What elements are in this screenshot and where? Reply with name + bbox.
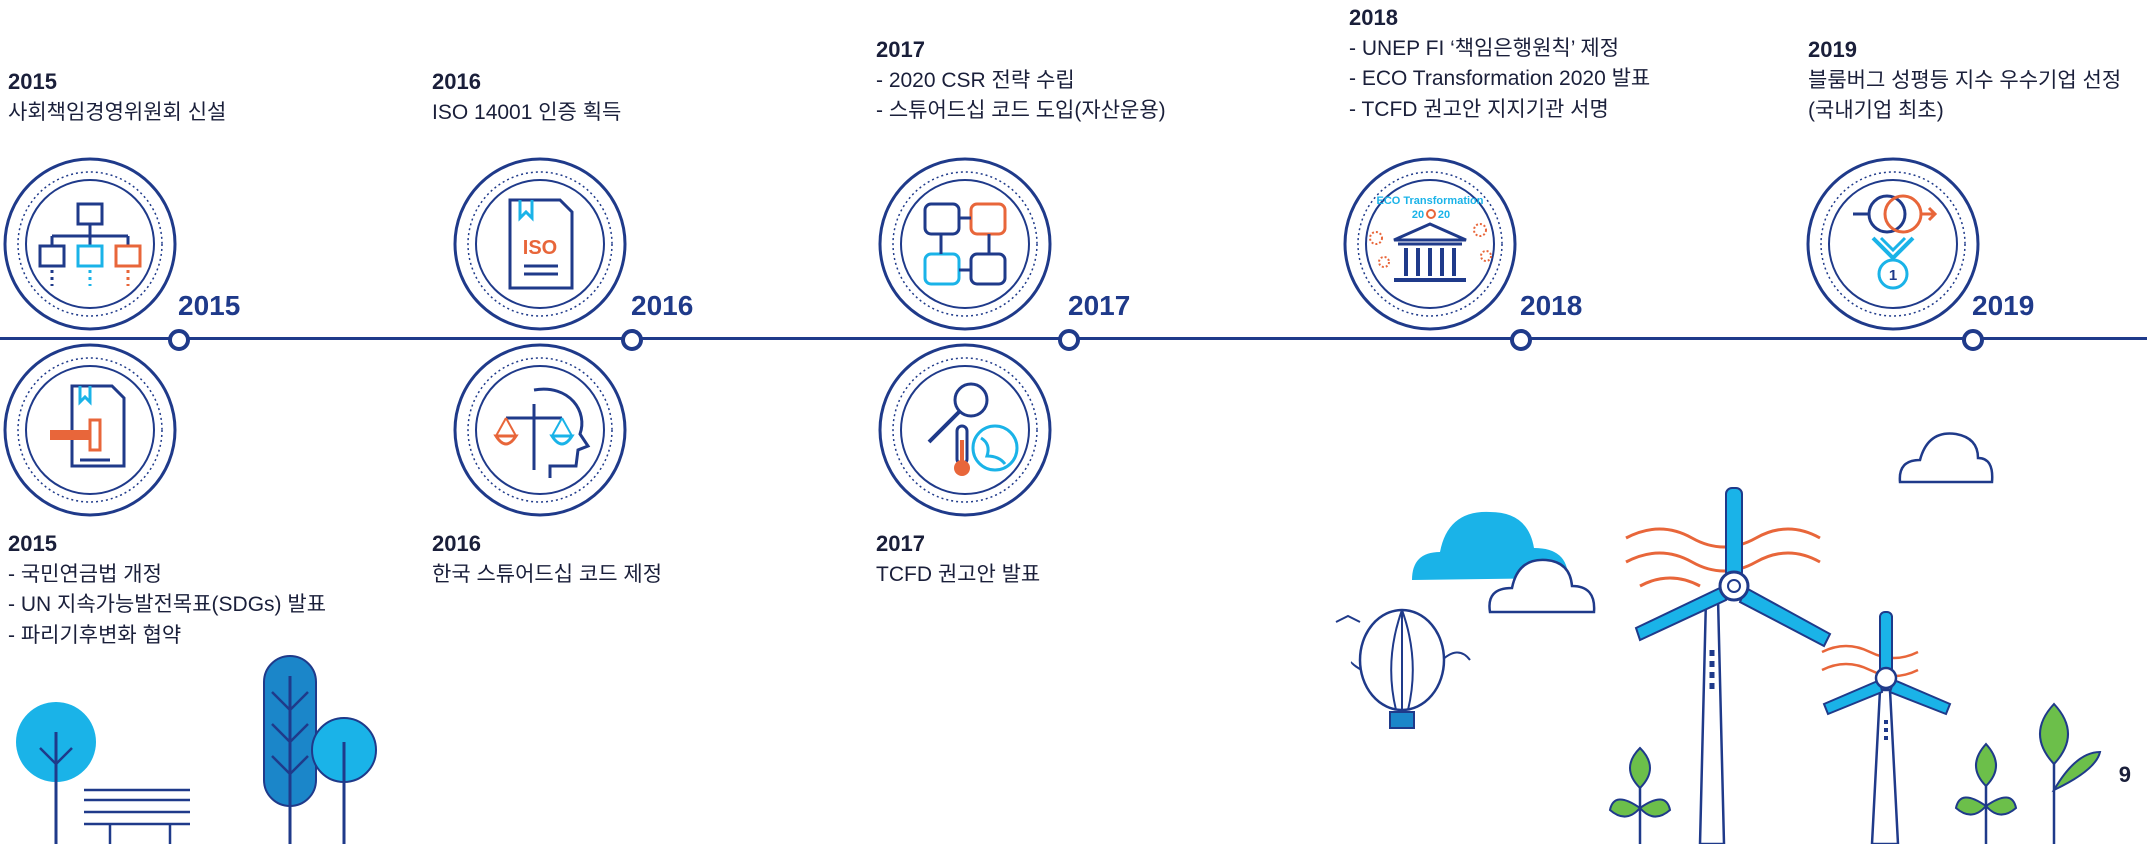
upper-2015: 2015 사회책임경영위원회 신설 xyxy=(8,66,226,128)
upper-2016-line: ISO 14001 인증 획득 xyxy=(432,100,622,124)
lower-2015-line-2: - UN 지속가능발전목표(SDGs) 발표 xyxy=(8,593,327,617)
upper-2018: 2018 - UNEP FI ‘책임은행원칙’ 제정 - ECO Transfo… xyxy=(1349,2,1650,125)
stewardship-head-icon xyxy=(453,343,627,517)
upper-2019: 2019 블룸버그 성평등 지수 우수기업 선정 (국내기업 최초) xyxy=(1808,34,2121,127)
timeline-dot-2015 xyxy=(168,329,190,351)
law-document-icon xyxy=(3,343,177,517)
upper-2018-year: 2018 xyxy=(1349,5,1398,30)
joined-hands-icon xyxy=(878,157,1052,331)
timeline-dot-2016 xyxy=(621,329,643,351)
timeline-year-2016: 2016 xyxy=(631,290,694,321)
climate-research-icon xyxy=(878,343,1052,517)
upper-2017-line-2: - 스튜어드십 코드 도입(자산운용) xyxy=(876,99,1166,123)
plant-right-large-icon xyxy=(2039,702,2102,844)
timeline-dot-2017 xyxy=(1058,329,1080,351)
hot-air-balloon-icon xyxy=(1335,608,1471,729)
lower-2015-line-1: - 국민연금법 개정 xyxy=(8,562,162,586)
tree-round-icon xyxy=(16,702,96,844)
lower-2016-year: 2016 xyxy=(432,531,481,556)
eco-sub-right: 20 xyxy=(1438,209,1450,221)
lower-2015: 2015 - 국민연금법 개정 - UN 지속가능발전목표(SDGs) 발표 -… xyxy=(8,528,326,651)
medal-number: 1 xyxy=(1889,267,1897,284)
iso-document-icon: ISO xyxy=(453,157,627,331)
upper-2018-line-2: - ECO Transformation 2020 발표 xyxy=(1349,67,1651,91)
plant-left-icon xyxy=(1608,746,1672,844)
upper-2016-year: 2016 xyxy=(432,69,481,94)
timeline-year-2015: 2015 xyxy=(178,290,241,321)
upper-2015-year: 2015 xyxy=(8,69,57,94)
cloud-outline-icon xyxy=(1488,558,1596,614)
lower-2016-line: 한국 스튜어드십 코드 제정 xyxy=(432,562,663,586)
upper-2019-line-2: (국내기업 최초) xyxy=(1808,99,1944,123)
cloud-small-icon xyxy=(1898,432,1994,484)
tree-tall-icon xyxy=(263,655,377,844)
upper-2019-year: 2019 xyxy=(1808,37,1857,62)
timeline-year-2017: 2017 xyxy=(1068,290,1131,321)
upper-2017-line-1: - 2020 CSR 전략 수립 xyxy=(876,68,1075,92)
timeline-year-2019: 2019 xyxy=(1972,290,2035,321)
lower-2017: 2017 TCFD 권고안 발표 xyxy=(876,528,1040,590)
timeline-year-2018: 2018 xyxy=(1520,290,1583,321)
upper-2017: 2017 - 2020 CSR 전략 수립 - 스튜어드십 코드 도입(자산운용… xyxy=(876,34,1166,127)
lower-2015-year: 2015 xyxy=(8,531,57,556)
wind-turbine-large-icon xyxy=(1625,487,1832,844)
wind-turbine-small-icon xyxy=(1821,611,1952,844)
upper-2019-line-1: 블룸버그 성평등 지수 우수기업 선정 xyxy=(1808,68,2122,92)
lower-2017-year: 2017 xyxy=(876,531,925,556)
lower-2015-line-3: - 파리기후변화 협약 xyxy=(8,623,182,647)
eco-bank-icon: ECO Transformation 20 20 xyxy=(1343,157,1517,331)
upper-2016: 2016 ISO 14001 인증 획득 xyxy=(432,66,621,128)
upper-2017-year: 2017 xyxy=(876,37,925,62)
bench-icon xyxy=(84,788,190,844)
timeline-dot-2019 xyxy=(1962,329,1984,351)
timeline-dot-2018 xyxy=(1510,329,1532,351)
gender-medal-icon: 1 xyxy=(1806,157,1980,331)
lower-2017-line: TCFD 권고안 발표 xyxy=(876,562,1041,586)
eco-label: ECO Transformation xyxy=(1377,195,1484,207)
lower-2016: 2016 한국 스튜어드십 코드 제정 xyxy=(432,528,662,590)
upper-2018-line-1: - UNEP FI ‘책임은행원칙’ 제정 xyxy=(1349,36,1620,60)
plant-right-small-icon xyxy=(1954,742,2018,844)
iso-label: ISO xyxy=(523,237,557,259)
page-number: 9 xyxy=(2118,762,2131,787)
org-chart-icon xyxy=(3,157,177,331)
upper-2018-line-3: - TCFD 권고안 지지기관 서명 xyxy=(1349,97,1609,121)
eco-sub-left: 20 xyxy=(1412,209,1424,221)
upper-2015-line: 사회책임경영위원회 신설 xyxy=(8,100,227,124)
